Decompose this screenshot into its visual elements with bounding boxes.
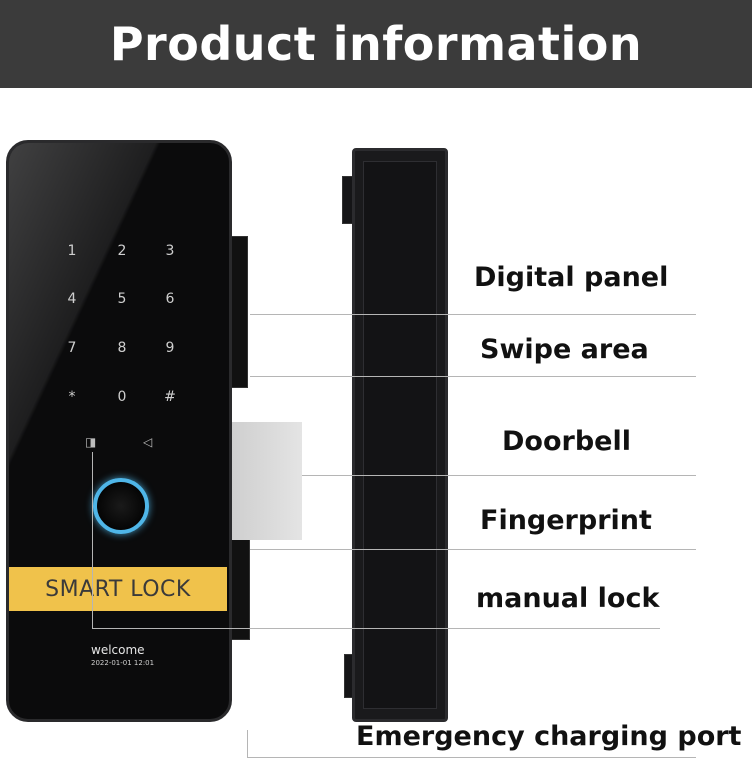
screen-welcome-text: welcome [91,643,145,657]
keypad-key: 7 [67,340,77,356]
keypad-key: 2 [117,243,127,259]
header-banner: Product information [0,0,752,88]
leader-line-manual-lock [92,628,660,629]
leader-line-charging-port [247,757,696,758]
screen-datetime: 2022-01-01 12:01 [91,659,155,667]
callout-digital-panel: Digital panel [474,262,669,293]
keypad-key: 1 [67,243,77,259]
keypad-key: 6 [165,291,175,307]
glass-door-plate [232,422,302,540]
callout-swipe-area: Swipe area [480,334,649,365]
keypad-key: * [68,389,76,405]
callout-manual-lock: manual lock [476,583,660,614]
keypad-key: 5 [117,291,127,307]
callout-fingerprint: Fingerprint [480,505,652,536]
smart-lock-label: SMART LOCK [9,567,227,611]
leader-line-doorbell [302,475,696,476]
page-title: Product information [109,17,643,71]
fingerprint-sensor [93,478,149,534]
keypad-key: 4 [67,291,77,307]
callout-emergency-charging-port: Emergency charging port [356,721,742,752]
keypad-key: # [164,389,176,405]
doorbell-icon: ◁ [143,435,153,449]
smart-lock-text: SMART LOCK [45,576,191,602]
leader-line-swipe-area [250,376,696,377]
leader-line-fingerprint [250,549,696,550]
keypad-key: 3 [165,243,175,259]
glass-reflection [9,143,229,719]
callout-doorbell: Doorbell [502,426,631,457]
leader-line-charging-vertical [247,730,248,758]
lock-side-view [352,148,448,722]
keypad-key: 9 [165,340,175,356]
keypad-key: 8 [117,340,127,356]
keypad-key: 0 [117,389,127,405]
leader-line-digital-panel [250,314,696,315]
lock-front-view: 1 2 3 4 5 6 7 8 9 * 0 # ◨ ◁ SMART LOCK w… [6,140,232,722]
side-panel-inset [363,161,437,709]
lock-status-icon: ◨ [85,435,97,449]
leader-line-manual-lock-vertical [92,452,93,628]
